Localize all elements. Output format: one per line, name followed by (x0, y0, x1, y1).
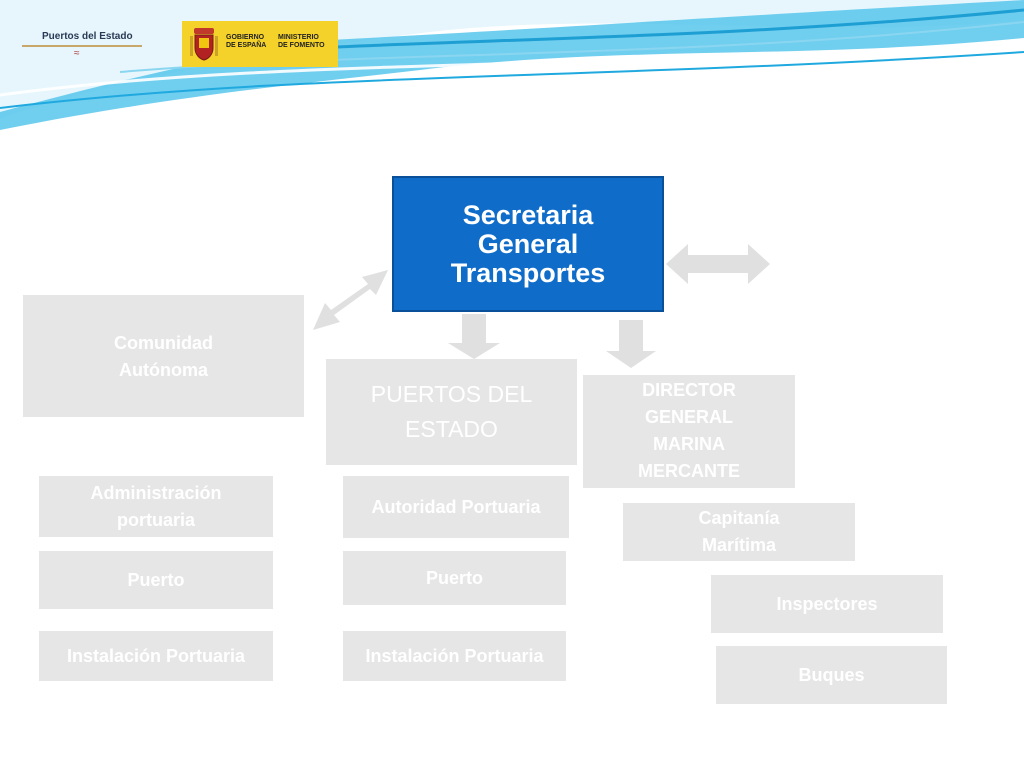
node-label: Instalación Portuaria (66, 645, 246, 666)
node-label: Buques (798, 664, 865, 685)
logo-underline (22, 45, 142, 47)
node-label: Secretaria General Transportes (450, 199, 606, 288)
node-label: Autoridad Portuaria (371, 496, 541, 517)
autoridad-portuaria-box: Autoridad Portuaria (343, 476, 569, 538)
logo-text: Puertos del Estado (42, 31, 133, 42)
down-arrow-dgmm-icon (606, 320, 656, 368)
ap-instalacion-portuaria-box: Instalación Portuaria (343, 631, 566, 681)
secretaria-general-transportes-box: Secretaria General Transportes (392, 176, 664, 312)
gov-line: DE ESPAÑA (226, 42, 267, 49)
gov-right-text: MINISTERIO DE FOMENTO (278, 34, 325, 50)
header-wave-decoration (0, 0, 1024, 130)
double-arrow-horizontal-icon (666, 244, 770, 284)
director-general-marina-mercante-box: DIRECTOR GENERAL MARINA MERCANTE (583, 375, 795, 488)
node-label: PUERTOS DEL ESTADO (370, 381, 533, 442)
gov-line: DE FOMENTO (278, 42, 325, 49)
buques-box: Buques (716, 646, 947, 704)
comunidad-autonoma-box: Comunidad Autónoma (23, 295, 304, 417)
capitania-maritima-box: Capitanía Marítima (623, 503, 855, 561)
node-label: Puerto (127, 569, 185, 590)
node-label: Instalación Portuaria (365, 645, 544, 666)
government-logo: GOBIERNO DE ESPAÑA MINISTERIO DE FOMENTO (182, 21, 338, 67)
ca-puerto-box: Puerto (39, 551, 273, 609)
coat-of-arms-icon (190, 28, 218, 61)
node-label: Inspectores (776, 593, 878, 614)
administracion-portuaria-box: Administración portuaria (39, 476, 273, 537)
logo-mark-icon: ≈ (74, 48, 80, 59)
node-label: Comunidad Autónoma (114, 333, 213, 380)
node-label: Administración portuaria (90, 482, 222, 530)
gov-line: GOBIERNO (226, 34, 265, 41)
gov-line: MINISTERIO (278, 34, 319, 41)
node-label: DIRECTOR GENERAL MARINA MERCANTE (638, 380, 740, 481)
double-arrow-diagonal-icon (313, 270, 388, 330)
node-label: Capitanía Marítima (698, 508, 780, 555)
gov-left-text: GOBIERNO DE ESPAÑA (226, 34, 266, 50)
puertos-del-estado-box: PUERTOS DEL ESTADO (326, 359, 577, 465)
inspectores-box: Inspectores (711, 575, 943, 633)
node-label: Puerto (425, 567, 483, 588)
down-arrow-pde-icon (448, 314, 500, 359)
ap-puerto-box: Puerto (343, 551, 566, 605)
puertos-del-estado-logo: Puertos del Estado ≈ (22, 26, 152, 59)
ca-instalacion-portuaria-box: Instalación Portuaria (39, 631, 273, 681)
